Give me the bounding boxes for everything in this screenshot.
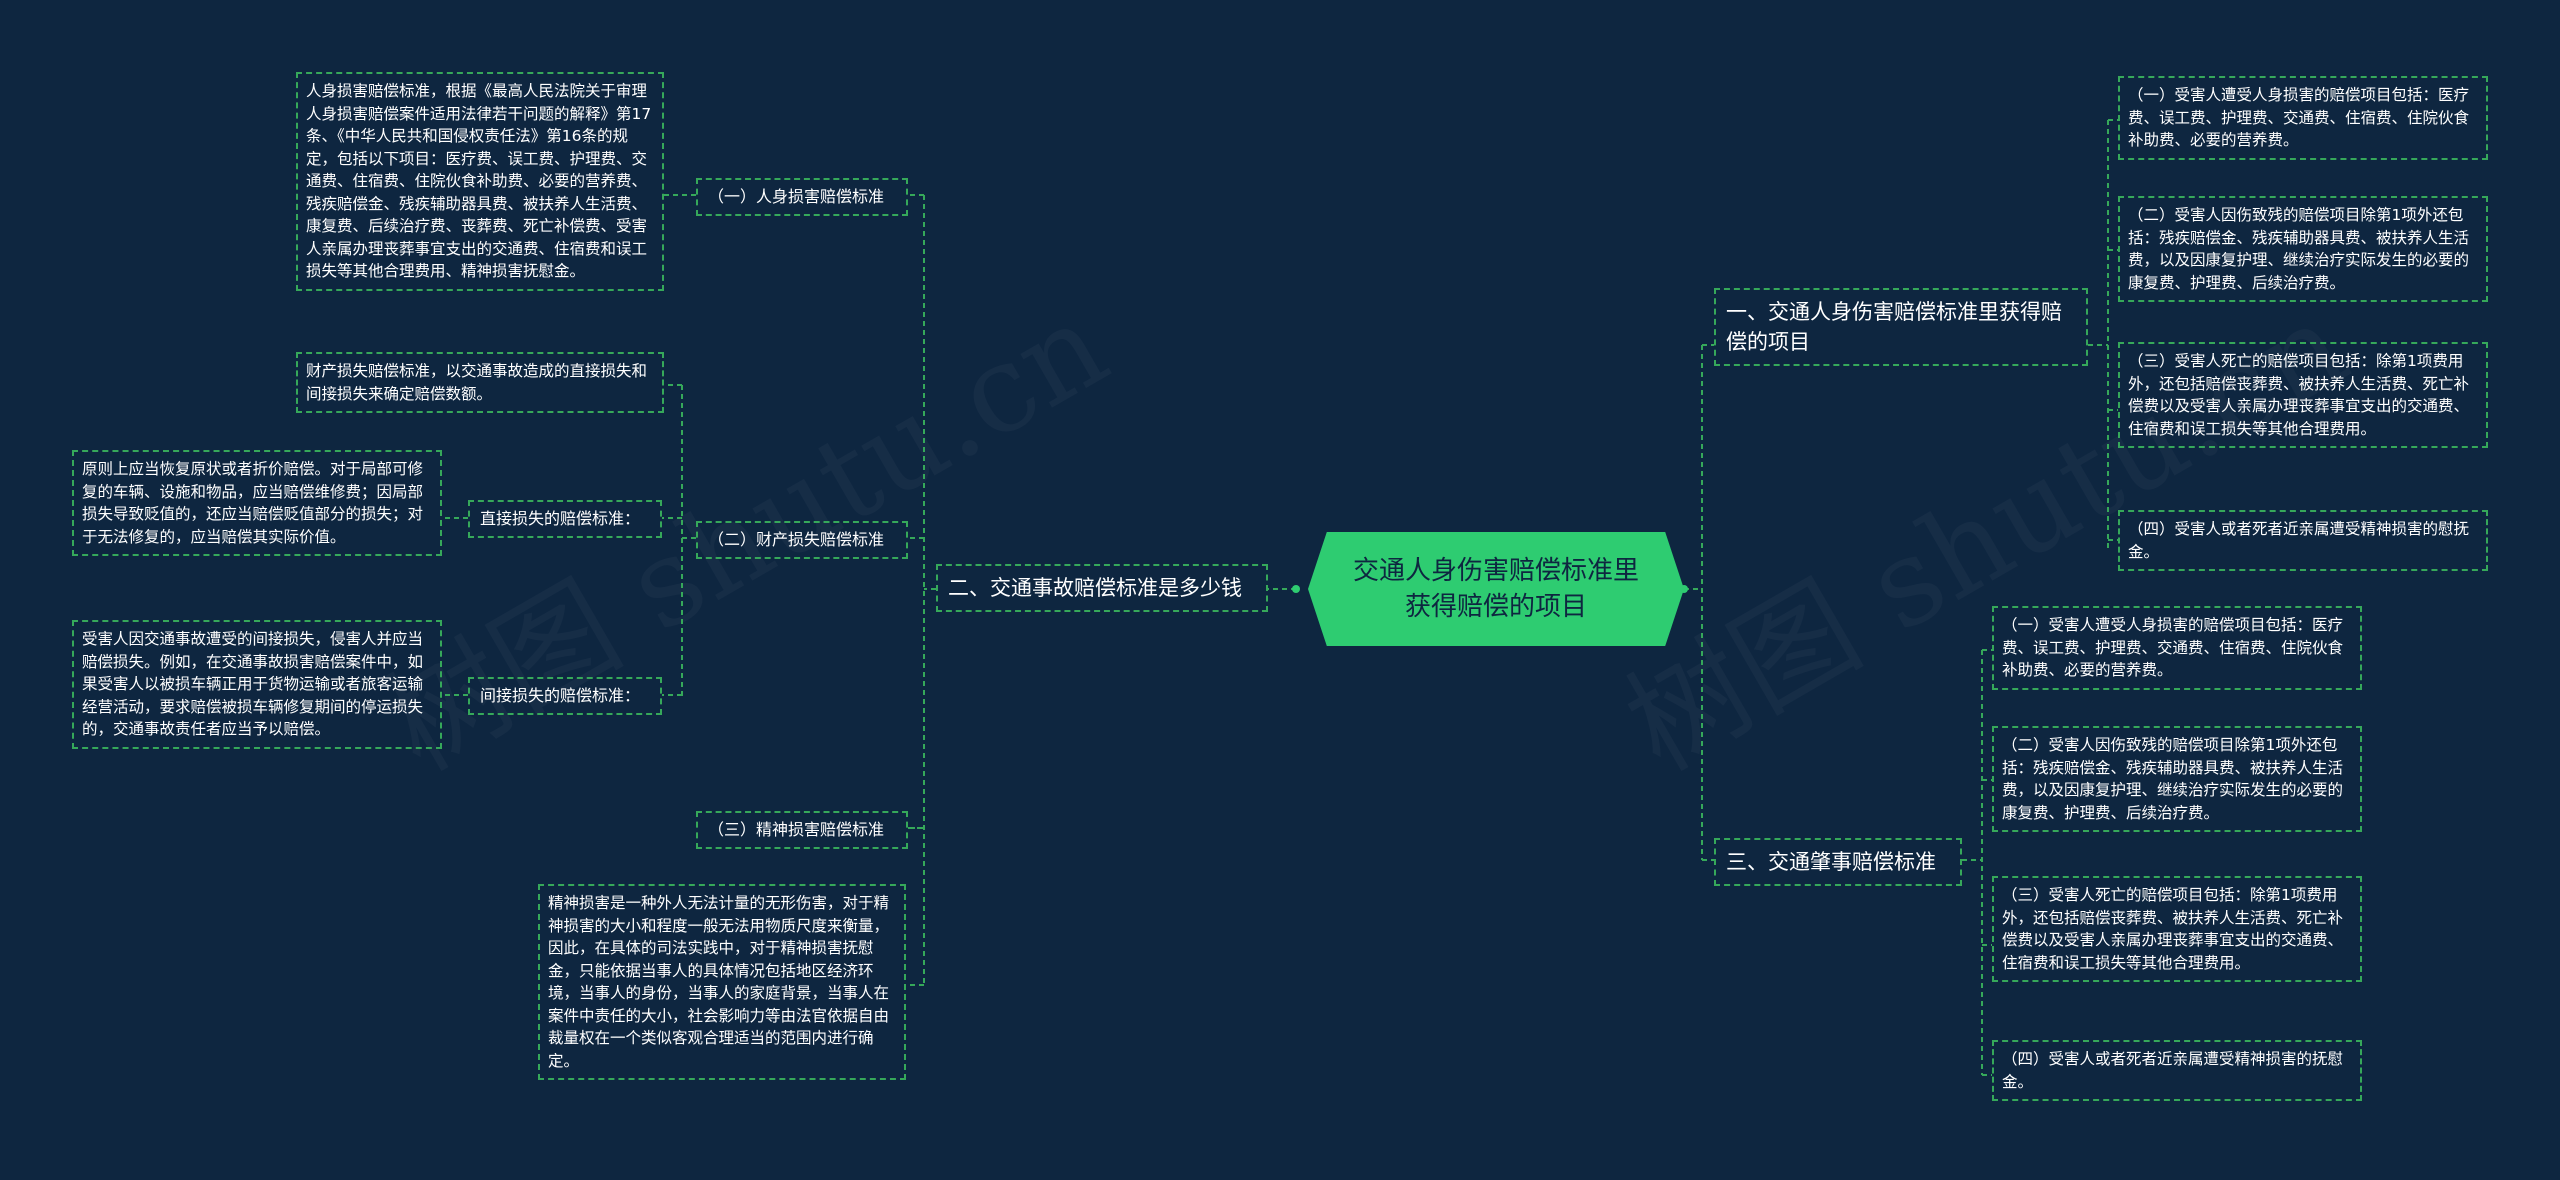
branch-2-sub-2-text[interactable]: 财产损失赔偿标准，以交通事故造成的直接损失和间接损失来确定赔偿数额。 (296, 352, 664, 413)
branch-1-item-4[interactable]: （四）受害人或者死者近亲属遭受精神损害的慰抚金。 (2118, 510, 2488, 571)
branch-2-sub-1[interactable]: （一）人身损害赔偿标准 (696, 178, 908, 216)
branch-3-item-2[interactable]: （二）受害人因伤致残的赔偿项目除第1项外还包括：残疾赔偿金、残疾辅助器具费、被扶… (1992, 726, 2362, 832)
direct-loss-text[interactable]: 原则上应当恢复原状或者折价赔偿。对于局部可修复的车辆、设施和物品，应当赔偿维修费… (72, 450, 442, 556)
root-right-connector-dot (1680, 585, 1688, 593)
branch-3-item-3[interactable]: （三）受害人死亡的赔偿项目包括：除第1项费用外，还包括赔偿丧葬费、被扶养人生活费… (1992, 876, 2362, 982)
indirect-loss-topic[interactable]: 间接损失的赔偿标准： (468, 677, 662, 715)
branch-2-sub-3-text[interactable]: 精神损害是一种外人无法计量的无形伤害，对于精神损害的大小和程度一般无法用物质尺度… (538, 884, 906, 1080)
branch-3-item-4[interactable]: （四）受害人或者死者近亲属遭受精神损害的抚慰金。 (1992, 1040, 2362, 1101)
branch-1-item-3[interactable]: （三）受害人死亡的赔偿项目包括：除第1项费用外，还包括赔偿丧葬费、被扶养人生活费… (2118, 342, 2488, 448)
branch-3-topic[interactable]: 三、交通肇事赔偿标准 (1714, 838, 1962, 886)
root-left-connector-dot (1292, 585, 1300, 593)
branch-1-topic[interactable]: 一、交通人身伤害赔偿标准里获得赔偿的项目 (1714, 288, 2088, 366)
branch-1-item-1[interactable]: （一）受害人遭受人身损害的赔偿项目包括：医疗费、误工费、护理费、交通费、住宿费、… (2118, 76, 2488, 160)
root-topic[interactable]: 交通人身伤害赔偿标准里获得赔偿的项目 (1308, 532, 1684, 646)
direct-loss-topic[interactable]: 直接损失的赔偿标准： (468, 500, 662, 538)
branch-2-sub-3[interactable]: （三）精神损害赔偿标准 (696, 811, 908, 849)
branch-2-topic[interactable]: 二、交通事故赔偿标准是多少钱 (936, 564, 1268, 612)
branch-2-sub-1-text[interactable]: 人身损害赔偿标准，根据《最高人民法院关于审理人身损害赔偿案件适用法律若干问题的解… (296, 72, 664, 291)
branch-2-sub-2[interactable]: （二）财产损失赔偿标准 (696, 521, 908, 559)
branch-3-item-1[interactable]: （一）受害人遭受人身损害的赔偿项目包括：医疗费、误工费、护理费、交通费、住宿费、… (1992, 606, 2362, 690)
indirect-loss-text[interactable]: 受害人因交通事故遭受的间接损失，侵害人并应当赔偿损失。例如，在交通事故损害赔偿案… (72, 620, 442, 749)
branch-1-item-2[interactable]: （二）受害人因伤致残的赔偿项目除第1项外还包括：残疾赔偿金、残疾辅助器具费、被扶… (2118, 196, 2488, 302)
